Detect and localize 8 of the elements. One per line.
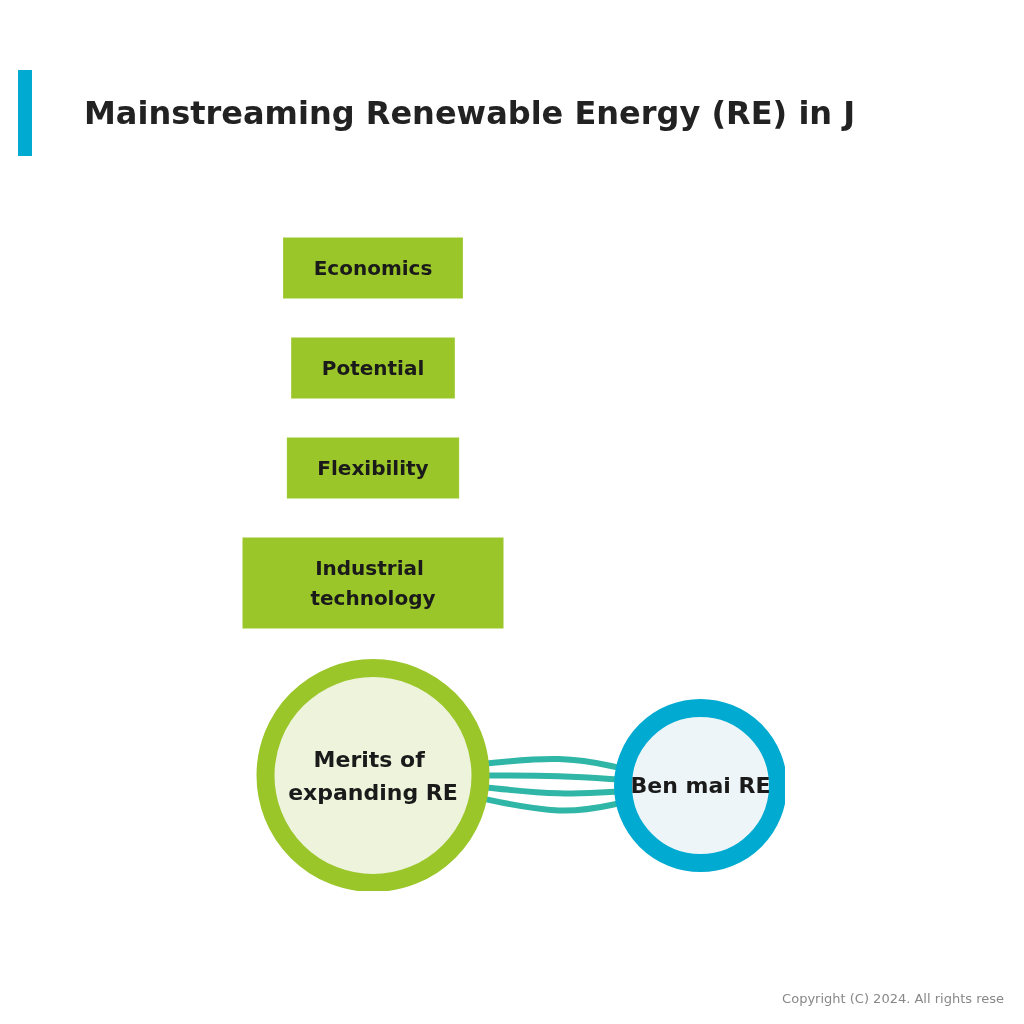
node-circle: Merits of expanding RE — [256, 658, 489, 891]
node-box: Industrial technology — [242, 537, 503, 628]
node-box: Economics — [282, 237, 463, 298]
node-box: Flexibility — [286, 437, 459, 498]
node-box: Potential — [290, 337, 455, 398]
copyright-note: Copyright (C) 2024. All rights rese — [782, 991, 1004, 1006]
title: Mainstreaming Renewable Energy (RE) in J — [18, 70, 856, 156]
node-circle: Ben mai RE — [613, 698, 786, 872]
